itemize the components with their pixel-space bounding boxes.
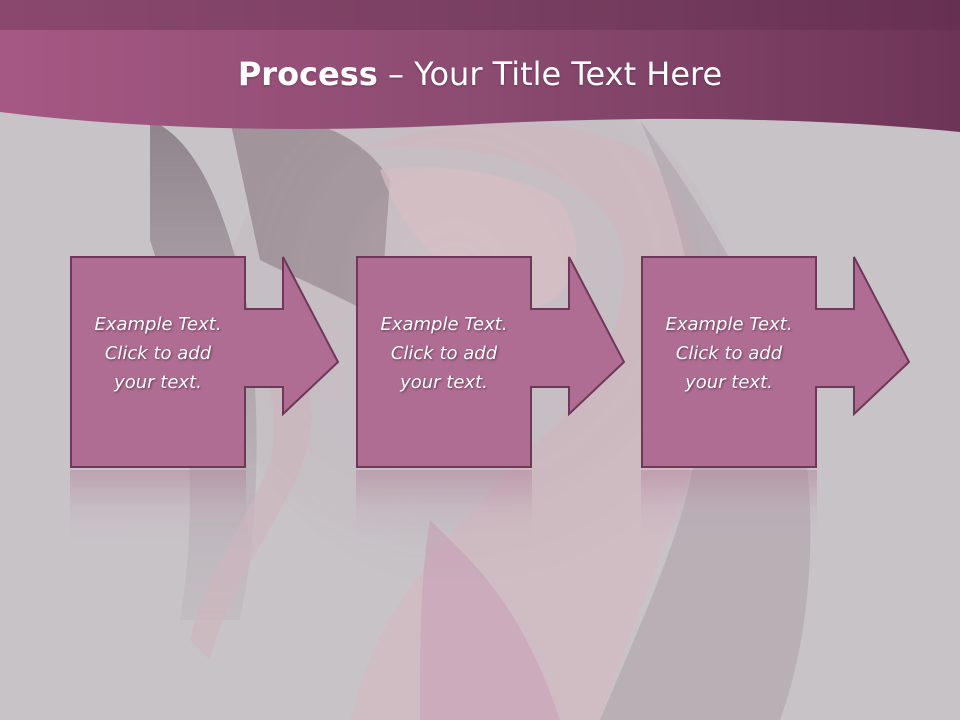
step-reflection — [356, 470, 532, 540]
step-text-line: Click to add — [104, 343, 212, 364]
step-text-line: your text. — [114, 372, 202, 393]
process-arrow-shape — [70, 256, 340, 468]
process-step-1[interactable]: Example Text. Click to add your text. — [70, 256, 340, 468]
process-arrow-shape — [356, 256, 626, 468]
step-text-line: Click to add — [675, 343, 783, 364]
step-text-line: your text. — [685, 372, 773, 393]
step-reflection — [641, 470, 817, 540]
step-text[interactable]: Example Text. Click to add your text. — [70, 310, 246, 397]
slide-title-rest: – Your Title Text Here — [377, 55, 723, 93]
slide-title-strong: Process — [237, 55, 378, 93]
header-band — [0, 0, 960, 132]
step-text-line: Example Text. — [94, 314, 222, 335]
step-reflection — [70, 470, 246, 540]
process-step-3[interactable]: Example Text. Click to add your text. — [641, 256, 911, 468]
process-step-2[interactable]: Example Text. Click to add your text. — [356, 256, 626, 468]
slide-title[interactable]: Process – Your Title Text Here — [0, 52, 960, 96]
process-arrow-shape — [641, 256, 911, 468]
step-text-line: Example Text. — [665, 314, 793, 335]
step-text-line: your text. — [400, 372, 488, 393]
step-text[interactable]: Example Text. Click to add your text. — [641, 310, 817, 397]
step-text-line: Example Text. — [380, 314, 508, 335]
step-text[interactable]: Example Text. Click to add your text. — [356, 310, 532, 397]
step-text-line: Click to add — [390, 343, 498, 364]
